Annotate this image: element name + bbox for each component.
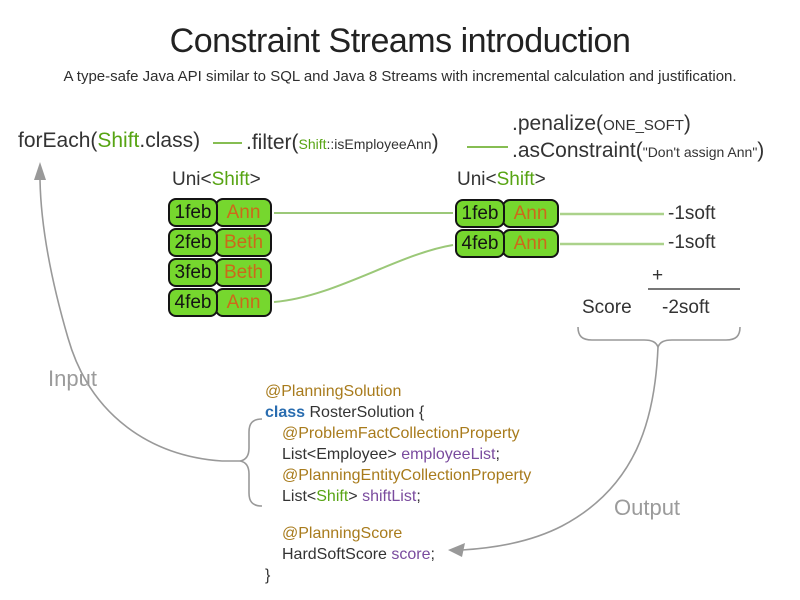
output-label: Output	[614, 495, 681, 520]
shift-employee-cell: Ann	[215, 198, 272, 227]
table-row: 4feb Ann	[455, 229, 559, 258]
uni-shift-label-right: Uni<Shift>	[457, 169, 546, 190]
table-row: 1feb Ann	[455, 199, 559, 228]
shift-employee-cell: Beth	[215, 258, 272, 287]
code-annotation: @PlanningScore	[282, 525, 403, 542]
shift-date-cell: 2feb	[168, 228, 218, 257]
penalize-expression: .penalize(ONE_SOFT)	[512, 112, 691, 135]
page-subtitle: A type-safe Java API similar to SQL and …	[63, 68, 737, 85]
shift-employee-cell: Ann	[502, 229, 559, 258]
shift-date-cell: 4feb	[455, 229, 505, 258]
shift-employee-cell: Ann	[215, 288, 272, 317]
code-field-score: HardSoftScore score;	[282, 546, 435, 563]
score-label: Score	[582, 297, 632, 318]
shift-date-cell: 3feb	[168, 258, 218, 287]
code-closing-brace: }	[265, 567, 271, 584]
score-value: -2soft	[662, 297, 710, 318]
input-label: Input	[48, 366, 97, 391]
shift-date-cell: 4feb	[168, 288, 218, 317]
code-blank-line	[265, 507, 531, 523]
code-class-declaration: class RosterSolution {	[265, 404, 425, 421]
code-field-employee: List<Employee> employeeList;	[282, 446, 500, 463]
foreach-expression: forEach(Shift.class)	[18, 129, 201, 152]
uni-shift-label-left: Uni<Shift>	[172, 169, 261, 190]
shift-date-cell: 1feb	[455, 199, 505, 228]
roster-solution-code: @PlanningSolution class RosterSolution {…	[265, 381, 531, 586]
table-row: 3feb Beth	[168, 258, 272, 287]
filter-expression: .filter(Shift::isEmployeeAnn)	[246, 131, 439, 154]
code-annotation: @PlanningEntityCollectionProperty	[282, 467, 532, 484]
input-shift-table: 1feb Ann 2feb Beth 3feb Beth 4feb Ann	[168, 198, 272, 318]
shift-employee-cell: Ann	[502, 199, 559, 228]
table-row: 4feb Ann	[168, 288, 272, 317]
penalty-value-2: -1soft	[668, 232, 716, 253]
shift-employee-cell: Beth	[215, 228, 272, 257]
page-title: Constraint Streams introduction	[169, 22, 631, 60]
asconstraint-expression: .asConstraint("Don't assign Ann")	[512, 139, 765, 162]
table-row: 1feb Ann	[168, 198, 272, 227]
code-annotation: @ProblemFactCollectionProperty	[282, 425, 520, 442]
table-row: 2feb Beth	[168, 228, 272, 257]
filtered-shift-table: 1feb Ann 4feb Ann	[455, 199, 559, 259]
code-annotation: @PlanningSolution	[265, 383, 402, 400]
plus-sign: +	[652, 265, 664, 286]
code-field-shift: List<Shift> shiftList;	[282, 488, 421, 505]
shift-date-cell: 1feb	[168, 198, 218, 227]
penalty-value-1: -1soft	[668, 203, 716, 224]
